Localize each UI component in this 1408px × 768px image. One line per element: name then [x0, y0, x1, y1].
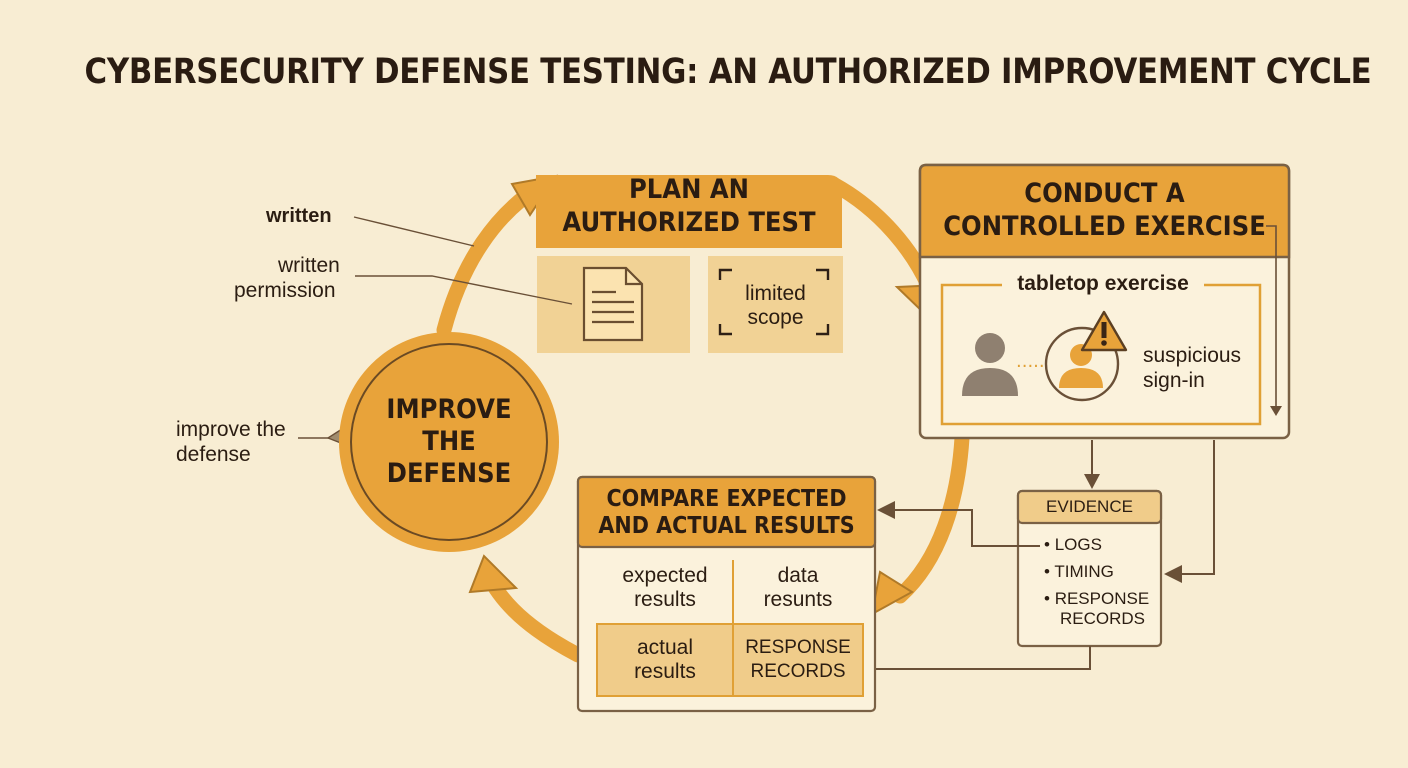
evidence-item-timing-text: TIMING [1054, 562, 1114, 581]
cycle-arrowhead-compare [870, 570, 914, 616]
written-annotation: written [266, 205, 332, 227]
evidence-to-compare-line [892, 509, 1040, 547]
permission-annotation-line2: permission [234, 279, 336, 302]
plan-header-bar [536, 175, 842, 248]
conduct-side-arrow [1266, 225, 1277, 410]
conduct-header-line1: CONDUCT A [1024, 178, 1185, 209]
evidence-to-compare-arrowhead [877, 501, 895, 519]
person-icon [962, 333, 1018, 396]
plan-scope-panel [708, 256, 843, 353]
actual-results-cell [596, 623, 734, 697]
evidence-item-records-text: RESPONSE [1054, 589, 1150, 608]
compare-header-bar [576, 475, 877, 549]
expected-cell-line1: expected [622, 564, 708, 587]
data-cell-line2: resunts [763, 588, 833, 611]
data-cell-line1: data [777, 564, 819, 587]
evidence-item-records-line2: RECORDS [1060, 609, 1146, 628]
written-leader-line [353, 216, 475, 247]
evidence-item-records: • RESPONSE [1044, 589, 1150, 608]
actual-cell-line1: actual [636, 636, 694, 659]
plan-header-line1: PLAN AN [628, 174, 750, 205]
plan-header-line2: AUTHORIZED TEST [562, 207, 816, 238]
compare-header-line1: COMPARE EXPECTED [606, 486, 847, 512]
conduct-to-evidence-side-arrowhead [1164, 565, 1182, 583]
records-cell-line1: RESPONSE [745, 637, 851, 658]
expected-cell-line2: results [634, 588, 696, 611]
conduct-header-line2: CONTROLLED EXERCISE [943, 211, 1266, 242]
permission-leader-line [355, 275, 573, 305]
evidence-item-logs-text: LOGS [1054, 535, 1102, 554]
conduct-side-arrowhead [1270, 406, 1282, 416]
records-cell-line2: RECORDS [750, 661, 846, 682]
evidence-item-logs: • LOGS [1044, 535, 1102, 554]
evidence-to-records-line [860, 646, 1091, 670]
evidence-item-timing: • TIMING [1044, 562, 1114, 581]
conduct-to-evidence-arrowhead [1084, 474, 1100, 489]
improve-annotation-line1: improve the [176, 418, 286, 441]
cycle-arrow-plan-to-conduct [827, 177, 936, 293]
cycle-arrowhead-improve [468, 554, 519, 594]
compare-header-line2: AND ACTUAL RESULTS [598, 513, 855, 539]
cycle-arrow-conduct-to-compare [892, 430, 970, 604]
improve-circle [339, 332, 559, 552]
improve-circle-line1: IMPROVE [386, 394, 512, 425]
alert-label-line2: sign-in [1143, 369, 1205, 392]
document-icon [582, 266, 644, 342]
response-records-cell [732, 623, 864, 697]
evidence-header: EVIDENCE [1046, 497, 1133, 516]
scope-bracket-icon [718, 268, 830, 336]
permission-annotation-line1: written [278, 254, 340, 277]
scope-label-line2: scope [747, 306, 804, 329]
connector-dots: ····· [1016, 356, 1045, 377]
alert-label-line1: suspicious [1143, 344, 1242, 367]
improve-annotation-line2: defense [176, 443, 251, 466]
tabletop-frame [940, 283, 1262, 426]
warning-icon [1080, 310, 1128, 352]
improve-circle-line3: DEFENSE [386, 458, 512, 489]
scope-label-line1: limited [745, 282, 806, 305]
conduct-to-evidence-side-line [1178, 440, 1215, 575]
tabletop-label: tabletop exercise [1017, 272, 1189, 295]
target-person-ring [1044, 326, 1120, 402]
page-title: CYBERSECURITY DEFENSE TESTING: AN AUTHOR… [84, 52, 1372, 92]
actual-cell-line2: results [634, 660, 696, 683]
improve-circle-line2: THE [422, 426, 476, 457]
conduct-header-bar [918, 163, 1291, 259]
improve-circle-ring [350, 343, 548, 541]
evidence-header-bar [1016, 489, 1163, 525]
